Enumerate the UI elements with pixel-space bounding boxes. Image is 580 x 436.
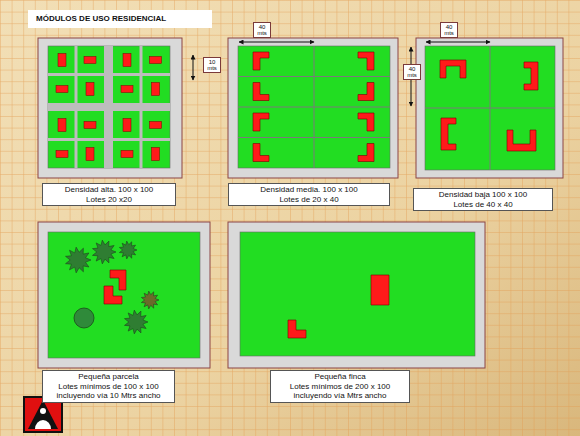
caption-text: Lotes mínimos de 200 x 100 incluyendo ví… bbox=[275, 382, 405, 401]
house bbox=[253, 83, 269, 101]
caption-box: Densidad media. 100 x 100Lotes de 20 x 4… bbox=[228, 183, 390, 206]
dimension-box: 40 mts bbox=[440, 22, 458, 38]
lot-divider bbox=[113, 73, 170, 76]
house bbox=[358, 144, 374, 162]
house bbox=[56, 86, 68, 93]
panel-frame bbox=[228, 38, 398, 178]
lot-divider bbox=[113, 138, 170, 141]
lot-divider bbox=[238, 76, 390, 77]
dimension-label: 40 mts bbox=[442, 24, 456, 36]
caption-heading: Densidad alta. 100 x 100 bbox=[47, 185, 171, 195]
house bbox=[150, 122, 162, 129]
dimension-label: 40 mts bbox=[405, 66, 419, 78]
logo-arch bbox=[35, 420, 51, 429]
house bbox=[507, 130, 536, 151]
house bbox=[58, 119, 66, 132]
house bbox=[123, 119, 131, 132]
house bbox=[86, 83, 94, 96]
dimension-box: 10 mts bbox=[203, 57, 221, 73]
tree bbox=[124, 310, 148, 334]
green-lot-area bbox=[48, 46, 170, 168]
title-text: MÓDULOS DE USO RESIDENCIAL bbox=[36, 14, 204, 24]
house bbox=[288, 320, 306, 338]
house bbox=[121, 151, 133, 158]
dimension-label: 10 mts bbox=[205, 59, 219, 71]
caption-box: Densidad baja 100 x 100Lotes de 40 x 40 bbox=[413, 188, 553, 211]
dimension-arrow bbox=[193, 55, 194, 80]
caption-text: Lotes mínimos de 100 x 100 incluyendo ví… bbox=[47, 382, 170, 401]
road bbox=[48, 103, 170, 111]
house bbox=[524, 62, 538, 90]
round-tree bbox=[74, 308, 94, 328]
house bbox=[84, 57, 96, 64]
house bbox=[358, 113, 374, 131]
house bbox=[253, 113, 269, 131]
tree bbox=[141, 291, 159, 309]
house bbox=[358, 52, 374, 70]
dimension-label: 40 mts bbox=[255, 24, 269, 36]
tree bbox=[92, 240, 116, 264]
panel-frame bbox=[38, 222, 210, 368]
panel-frame bbox=[38, 38, 182, 178]
house bbox=[253, 144, 269, 162]
house bbox=[152, 83, 160, 96]
caption-text: Lotes de 20 x 40 bbox=[233, 195, 385, 205]
house bbox=[58, 54, 66, 67]
caption-heading: Pequeña finca bbox=[275, 372, 405, 382]
caption-text: Lotes de 40 x 40 bbox=[418, 200, 548, 210]
house bbox=[371, 275, 389, 305]
house bbox=[441, 118, 456, 150]
lot-divider bbox=[238, 107, 390, 108]
caption-heading: Densidad media. 100 x 100 bbox=[233, 185, 385, 195]
dimension-arrow bbox=[426, 42, 490, 43]
house bbox=[150, 57, 162, 64]
dimension-box: 40 mts bbox=[253, 22, 271, 38]
lot-divider bbox=[48, 138, 104, 141]
house bbox=[152, 148, 160, 161]
dimension-arrow bbox=[239, 42, 314, 43]
house bbox=[358, 83, 374, 101]
lot-divider bbox=[48, 73, 104, 76]
dimension-box: 40 mts bbox=[403, 64, 421, 80]
title-box: MÓDULOS DE USO RESIDENCIAL bbox=[28, 10, 212, 28]
panel-frame bbox=[228, 222, 485, 368]
green-lot-area bbox=[240, 232, 475, 356]
tree bbox=[66, 247, 91, 273]
caption-box: Pequeña fincaLotes mínimos de 200 x 100 … bbox=[270, 370, 410, 403]
caption-text: Lotes 20 x20 bbox=[47, 195, 171, 205]
house bbox=[86, 148, 94, 161]
green-lot-area bbox=[238, 46, 390, 168]
caption-heading: Densidad baja 100 x 100 bbox=[418, 190, 548, 200]
house bbox=[84, 122, 96, 129]
panel-frame bbox=[416, 38, 563, 178]
house bbox=[253, 52, 269, 70]
lot-divider bbox=[425, 108, 555, 109]
house bbox=[56, 151, 68, 158]
house bbox=[104, 286, 122, 304]
caption-box: Pequeña parcelaLotes mínimos de 100 x 10… bbox=[42, 370, 175, 403]
house bbox=[123, 54, 131, 67]
caption-heading: Pequeña parcela bbox=[47, 372, 170, 382]
house bbox=[440, 60, 466, 78]
logo-dot bbox=[40, 408, 46, 414]
green-lot-area bbox=[425, 46, 555, 170]
caption-box: Densidad alta. 100 x 100Lotes 20 x20 bbox=[42, 183, 176, 206]
lot-divider bbox=[238, 137, 390, 138]
green-lot-area bbox=[48, 232, 200, 358]
logo-triangle bbox=[28, 400, 58, 429]
tree bbox=[119, 241, 137, 259]
house bbox=[121, 86, 133, 93]
